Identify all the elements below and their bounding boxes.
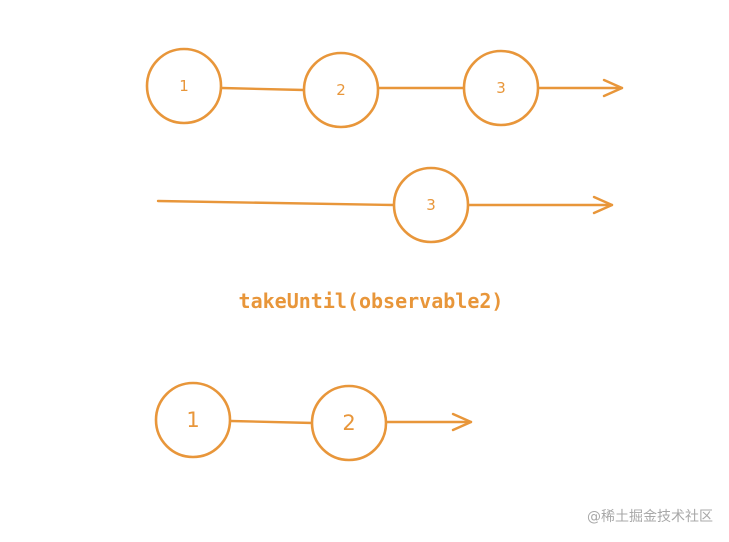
marble-circle bbox=[392, 166, 470, 244]
result-marble-1: 1 bbox=[154, 381, 232, 459]
notifier-marble-3: 3 bbox=[392, 166, 470, 244]
marble-label: 3 bbox=[426, 196, 436, 214]
source-stream: 1 2 3 bbox=[145, 47, 624, 129]
notifier-stream-line bbox=[156, 199, 614, 207]
watermark: @稀土掘金技术社区 bbox=[587, 509, 713, 525]
marble-label: 1 bbox=[186, 408, 199, 432]
marble-label: 1 bbox=[179, 77, 189, 95]
marble-label: 3 bbox=[496, 79, 506, 97]
marble-label: 2 bbox=[336, 81, 346, 99]
source-stream-arrowhead bbox=[602, 78, 624, 98]
marble-circle bbox=[310, 384, 388, 462]
source-stream-line bbox=[220, 86, 624, 92]
source-marble-1: 1 bbox=[145, 47, 223, 125]
operator-label: takeUntil(observable2) bbox=[239, 289, 504, 313]
notifier-stream: 3 bbox=[156, 166, 614, 244]
result-marble-2: 2 bbox=[310, 384, 388, 462]
marble-circle bbox=[462, 49, 540, 127]
source-marble-3: 3 bbox=[462, 49, 540, 127]
marble-label: 2 bbox=[342, 411, 355, 435]
result-stream: 1 2 bbox=[154, 381, 473, 462]
notifier-stream-arrowhead bbox=[592, 195, 614, 215]
marble-circle bbox=[302, 51, 380, 129]
marble-circle bbox=[145, 47, 223, 125]
source-marble-2: 2 bbox=[302, 51, 380, 129]
marble-circle bbox=[154, 381, 232, 459]
result-stream-arrowhead bbox=[451, 412, 473, 432]
result-stream-line bbox=[229, 419, 473, 425]
